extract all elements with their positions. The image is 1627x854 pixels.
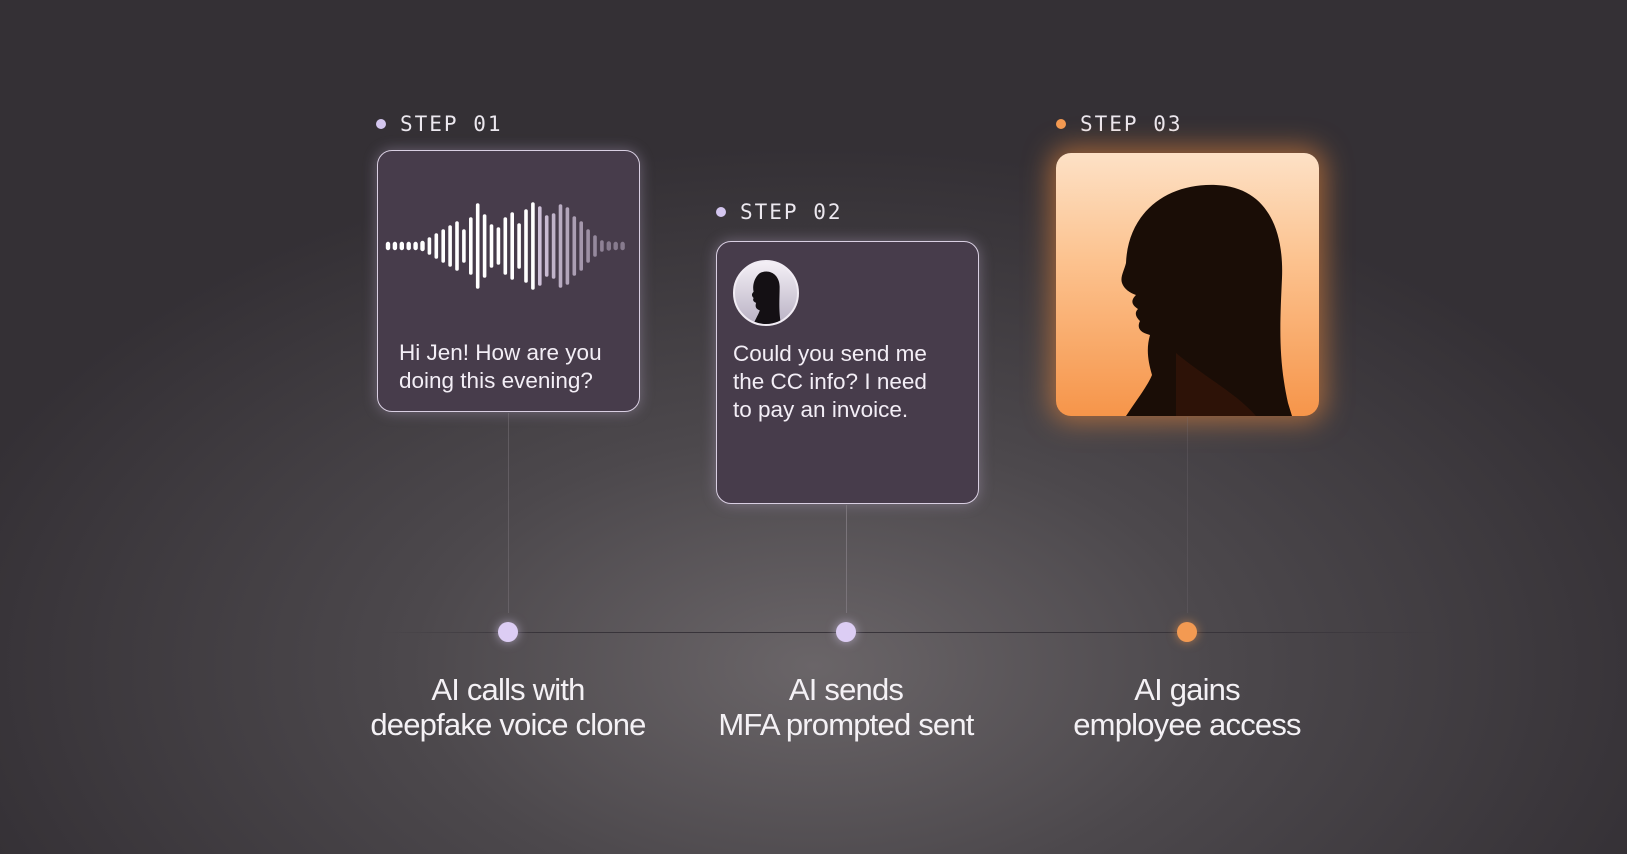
timeline-node-step-02 — [836, 622, 856, 642]
step-01-caption: AI calls with deepfake voice clone — [328, 672, 688, 742]
step-02-caption: AI sends MFA prompted sent — [666, 672, 1026, 742]
step-01-message-line: doing this evening? — [399, 368, 593, 393]
step-01-dot — [376, 119, 386, 129]
step-03-label: STEP 03 — [1056, 112, 1183, 136]
step-02-label-text: STEP 02 — [740, 200, 843, 224]
step-01-label-text: STEP 01 — [400, 112, 503, 136]
step-03-photo — [1056, 153, 1319, 416]
connector-line-step-02 — [846, 505, 847, 613]
step-02-message-line: Could you send me — [733, 341, 927, 366]
connector-line-step-01 — [508, 413, 509, 613]
step-02-message-line: the CC info? I need — [733, 369, 927, 394]
audio-waveform-icon — [385, 202, 625, 290]
timeline-node-step-01 — [498, 622, 518, 642]
step-03-dot — [1056, 119, 1066, 129]
step-01-caption-line: deepfake voice clone — [370, 707, 646, 742]
step-01-message-line: Hi Jen! How are you — [399, 340, 602, 365]
connector-line-step-03 — [1187, 417, 1188, 613]
avatar — [733, 260, 799, 326]
step-03-caption: AI gains employee access — [1007, 672, 1367, 742]
avatar-silhouette-icon — [751, 271, 781, 324]
step-03-caption-line: AI gains — [1134, 672, 1240, 707]
step-02-message: Could you send me the CC info? I need to… — [733, 340, 927, 424]
step-01-card: Hi Jen! How are you doing this evening? — [377, 150, 640, 412]
step-02-label: STEP 02 — [716, 200, 843, 224]
step-03-label-text: STEP 03 — [1080, 112, 1183, 136]
step-02-caption-line: MFA prompted sent — [718, 707, 974, 742]
step-02-message-line: to pay an invoice. — [733, 397, 909, 422]
timeline-line — [380, 632, 1440, 633]
timeline-node-step-03 — [1177, 622, 1197, 642]
step-02-caption-line: AI sends — [788, 672, 904, 707]
step-02-card: Could you send me the CC info? I need to… — [716, 241, 979, 504]
step-03-caption-line: employee access — [1073, 707, 1301, 742]
step-01-caption-line: AI calls with — [431, 672, 585, 707]
woman-profile-silhouette-icon — [1121, 184, 1292, 416]
step-01-label: STEP 01 — [376, 112, 503, 136]
step-02-dot — [716, 207, 726, 217]
step-01-message: Hi Jen! How are you doing this evening? — [399, 339, 602, 395]
